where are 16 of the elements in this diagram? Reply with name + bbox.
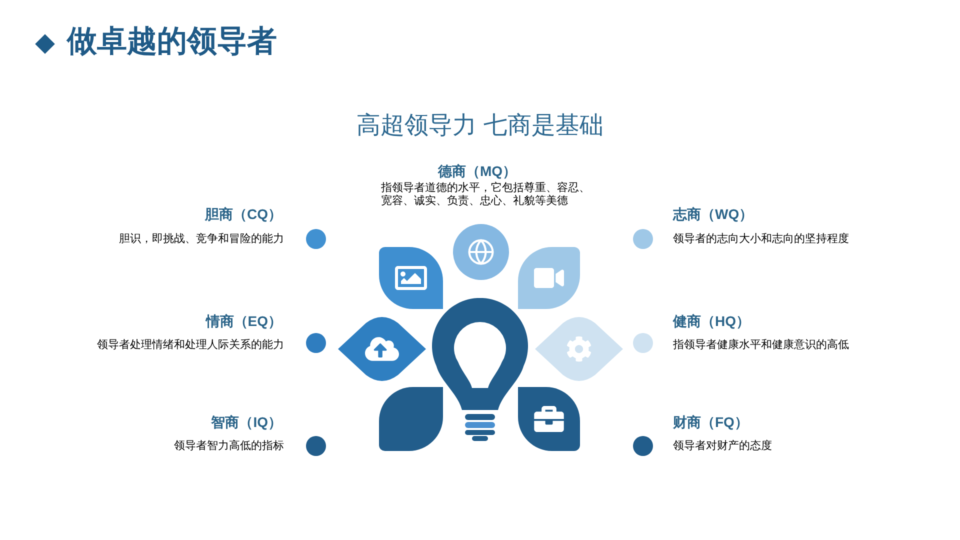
quotient-heading: 智商（IQ） [211,414,282,431]
quotient-description: 领导者处理情绪和处理人际关系的能力 [97,339,284,352]
quotient-heading: 志商（WQ） [673,206,754,223]
quotient-heading: 财商（FQ） [673,414,748,431]
quotient-heading: 胆商（CQ） [205,206,282,223]
quotient-description: 指领导者道德的水平，它包括尊重、容忍、宽容、诚实、负责、忠心、礼貌等美德 [381,182,591,208]
quotient-description: 领导者智力高低的指标 [174,440,284,453]
quotient-heading: 德商（MQ） [438,163,517,180]
quotient-heading: 情商（EQ） [206,313,282,330]
subtitle: 高超领导力 七商是基础 [356,111,604,141]
quotient-description: 指领导者健康水平和健康意识的高低 [673,339,849,352]
slide-title: 做卓越的领导者 [67,24,277,60]
quotient-description: 领导者对财产的态度 [673,440,772,453]
quotient-description: 领导者的志向大小和志向的坚持程度 [673,233,849,246]
quotient-description: 胆识，即挑战、竞争和冒险的能力 [119,233,284,246]
quotient-heading: 健商（HQ） [673,313,750,330]
